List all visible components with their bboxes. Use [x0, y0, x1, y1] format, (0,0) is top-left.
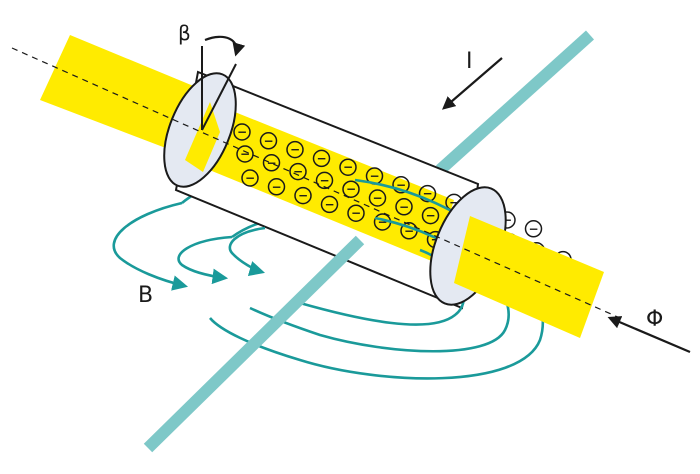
field-arrow-b1: [112, 201, 189, 291]
label-flux: Φ: [646, 307, 663, 332]
electron-charge: [312, 149, 331, 168]
electron-charge-sign: −: [404, 224, 414, 238]
electron-charge-sign: −: [369, 169, 379, 183]
electron-charge: [289, 162, 307, 181]
electron-charge: [339, 158, 357, 176]
electron-charge-sign: −: [346, 182, 356, 196]
label-beta: β: [178, 21, 191, 45]
wire-front: [143, 235, 365, 453]
electron-charge: [236, 145, 254, 163]
field-arrow-b2: [177, 235, 233, 285]
electron-charge-sign: −: [449, 195, 459, 209]
electron-charge: [286, 140, 304, 159]
electron-charge-sign: −: [240, 147, 250, 161]
electron-charge-sign: −: [298, 189, 308, 203]
electron-charge-sign: −: [351, 206, 361, 220]
rotation-axis-tilted: [201, 63, 237, 131]
electron-charge: [320, 195, 339, 214]
electron-charge: [368, 189, 387, 207]
flux-arrow: [607, 316, 691, 354]
electron-charge-sign: −: [372, 191, 382, 205]
electron-charge-sign: −: [237, 125, 247, 139]
electron-charge-sign: −: [263, 134, 273, 148]
electron-charge-sign: −: [316, 151, 326, 165]
rotation-arrow: [204, 35, 246, 57]
electron-charge-sign: −: [343, 160, 353, 174]
electron-charge-sign: −: [324, 197, 334, 211]
electron-charge: [233, 123, 251, 141]
electron-charge: [241, 169, 259, 187]
current-arrow: [442, 57, 503, 110]
electron-charge-sign: −: [502, 213, 512, 227]
electron-charge: [342, 180, 360, 198]
electron-charge: [262, 154, 281, 172]
wire-back: [435, 30, 595, 175]
electron-charge: [418, 184, 437, 203]
electron-charge: [315, 171, 334, 190]
electron-charge: [524, 220, 543, 238]
beam-left-cap-strip: [185, 102, 220, 172]
label-field: B: [138, 283, 153, 308]
electron-charge-sign: −: [425, 209, 435, 223]
electron-charge-sign: −: [266, 156, 276, 170]
field-arrow-b3: [228, 226, 266, 277]
electron-charge-sign: −: [245, 171, 255, 185]
electron-charge: [347, 204, 365, 222]
electron-charge-sign: −: [422, 187, 432, 201]
electron-charge-sign: −: [377, 215, 387, 229]
electron-charge: [421, 206, 440, 225]
beam-axis: [11, 47, 621, 319]
beam-inside: [185, 102, 454, 262]
electron-charge: [392, 176, 410, 194]
electron-charge: [267, 178, 286, 196]
electron-charge-sign: −: [528, 222, 538, 236]
electron-charge-sign: −: [399, 200, 409, 214]
electron-charge-sign: −: [290, 143, 300, 157]
electron-charge: [294, 186, 312, 205]
electron-charge: [395, 198, 413, 216]
electron-charge: [259, 132, 278, 150]
electron-charge-sign: −: [396, 178, 406, 192]
electron-charge-sign: −: [293, 165, 303, 179]
beam-left: [40, 35, 208, 158]
label-current: I: [466, 49, 473, 74]
electron-charge-sign: −: [319, 173, 329, 187]
electron-charge-sign: −: [271, 180, 281, 194]
